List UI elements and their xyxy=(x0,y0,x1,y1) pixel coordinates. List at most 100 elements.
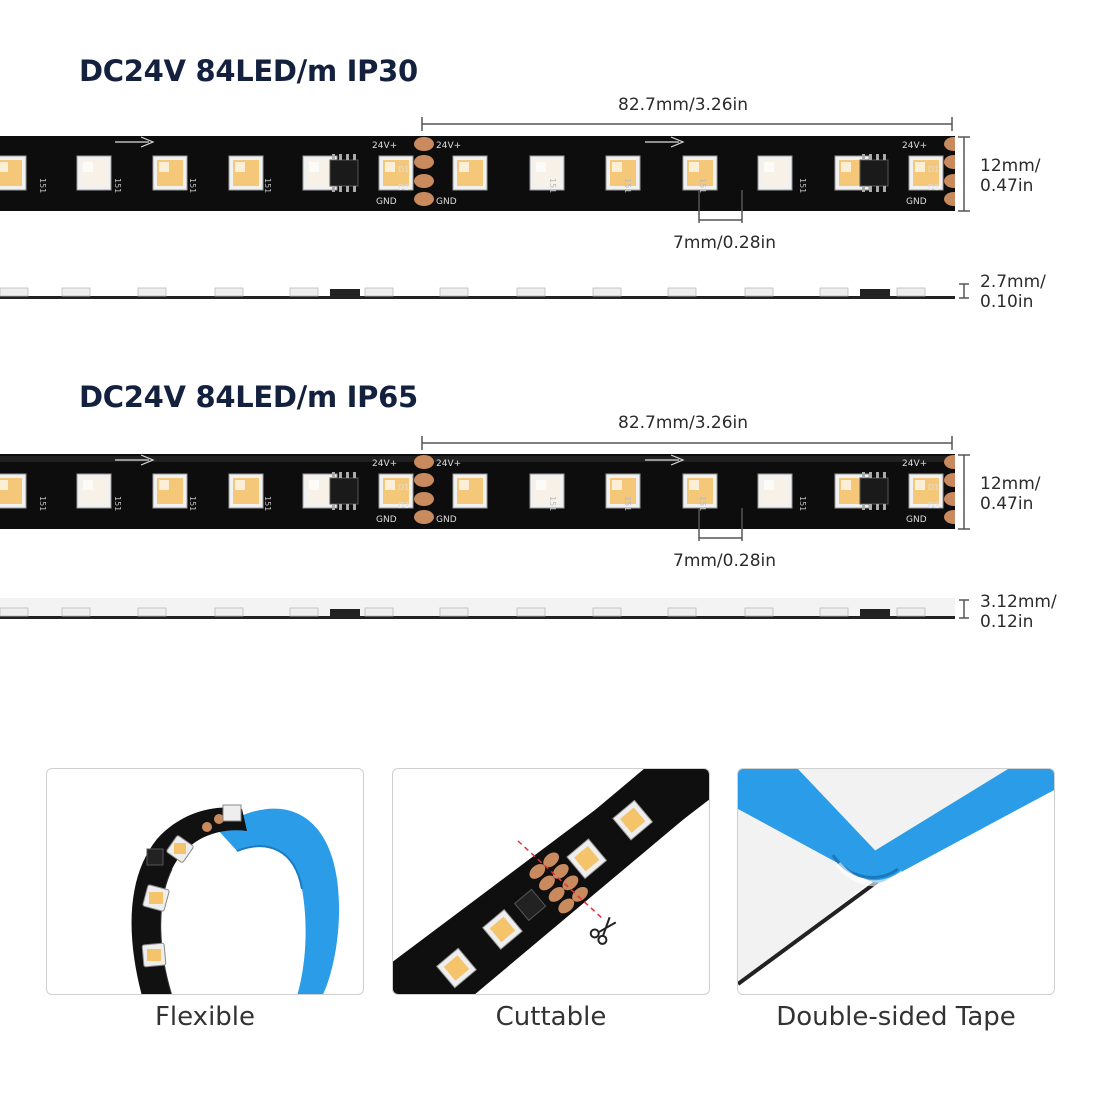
solder-pad xyxy=(414,492,434,506)
led-profile xyxy=(744,607,774,617)
led-profile xyxy=(289,607,319,617)
led-chip xyxy=(152,473,188,509)
led-profile xyxy=(439,607,469,617)
resistor-label: 151 xyxy=(798,496,807,511)
led-chip xyxy=(682,473,718,509)
resistor-label: 151 xyxy=(188,496,197,511)
led-chip xyxy=(452,473,488,509)
resistor-label: 151 xyxy=(113,496,122,511)
direction-arrow-icon xyxy=(645,454,685,466)
resistor-label: 151 xyxy=(113,178,122,193)
solder-pad xyxy=(414,174,434,188)
pad-width-dimension-line xyxy=(698,190,743,223)
led-chip xyxy=(378,155,414,191)
feature-label-cuttable: Cuttable xyxy=(495,1002,607,1032)
led-profile xyxy=(289,287,319,297)
led-profile xyxy=(214,287,244,297)
solder-pad xyxy=(944,192,955,206)
scissors-icon xyxy=(589,916,617,945)
led-chip xyxy=(757,473,793,509)
led-profile xyxy=(819,607,849,617)
pad-label: GND xyxy=(436,197,457,207)
pad-label: D1 xyxy=(398,165,409,174)
led-chip xyxy=(76,473,112,509)
resistor-label: 151 xyxy=(263,178,272,193)
resistor-label: 151 xyxy=(623,496,632,511)
feature-card-flexible xyxy=(46,768,364,995)
led-chip xyxy=(757,155,793,191)
strip-height-label: 2.7mm/ 0.10in xyxy=(980,272,1046,312)
pad-label: D1 xyxy=(928,483,939,492)
resistor-label: 151 xyxy=(798,178,807,193)
led-profile xyxy=(896,607,926,617)
led-profile xyxy=(516,287,546,297)
led-chip xyxy=(529,473,565,509)
led-chip xyxy=(76,155,112,191)
pad-label: 24V+ xyxy=(436,459,461,469)
segment-length-dimension-line xyxy=(421,117,953,131)
led-chip xyxy=(228,473,264,509)
led-profile xyxy=(61,607,91,617)
ic-profile xyxy=(330,609,360,616)
pad-width-label: 7mm/0.28in xyxy=(673,551,777,571)
pad-label: D2 xyxy=(398,501,409,510)
resistor-label: 151 xyxy=(188,178,197,193)
led-profile xyxy=(61,287,91,297)
solder-pad xyxy=(944,510,955,524)
segment-length-label: 82.7mm/3.26in xyxy=(618,95,749,115)
flexible-strip-photo xyxy=(131,804,340,994)
feature-label-double-sided-tape: Double-sided Tape xyxy=(776,1002,1016,1032)
strip-height-label: 3.12mm/ 0.12in xyxy=(980,592,1057,632)
ic-profile xyxy=(330,289,360,296)
pad-label: 24V+ xyxy=(902,141,927,151)
led-profile xyxy=(364,607,394,617)
solder-pad xyxy=(944,174,955,188)
led-chip xyxy=(452,155,488,191)
led-profile xyxy=(439,287,469,297)
led-profile xyxy=(896,287,926,297)
led-profile xyxy=(214,607,244,617)
ic-chip xyxy=(859,472,889,510)
resistor-label: 151 xyxy=(38,496,47,511)
solder-pad xyxy=(414,137,434,151)
led-profile xyxy=(0,607,29,617)
pad-label: D2 xyxy=(928,501,939,510)
led-profile xyxy=(0,287,29,297)
led-profile xyxy=(667,607,697,617)
resistor-label: 151 xyxy=(698,178,707,193)
strip-width-dimension-line xyxy=(958,136,970,212)
led-profile xyxy=(819,287,849,297)
pad-label: 24V+ xyxy=(436,141,461,151)
led-chip xyxy=(228,155,264,191)
resistor-label: 151 xyxy=(698,496,707,511)
pad-label: D2 xyxy=(928,183,939,192)
feature-card-double-sided-tape xyxy=(737,768,1055,995)
led-profile xyxy=(744,287,774,297)
ic-profile xyxy=(860,289,890,296)
led-chip xyxy=(152,155,188,191)
feature-label-flexible: Flexible xyxy=(154,1002,256,1032)
section-title-ip30: DC24V 84LED/m IP30 xyxy=(79,54,418,88)
led-chip xyxy=(0,473,27,509)
pad-width-dimension-line xyxy=(698,508,743,541)
pad-label: D1 xyxy=(398,483,409,492)
solder-pad xyxy=(414,192,434,206)
direction-arrow-icon xyxy=(115,136,155,148)
resistor-label: 151 xyxy=(623,178,632,193)
led-chip xyxy=(378,473,414,509)
led-profile xyxy=(592,607,622,617)
pad-label: 24V+ xyxy=(372,459,397,469)
pad-label: 24V+ xyxy=(372,141,397,151)
led-chip xyxy=(605,155,641,191)
led-chip xyxy=(529,155,565,191)
strip-side-profile-ip30 xyxy=(0,282,955,300)
segment-length-dimension-line xyxy=(421,436,953,450)
led-profile xyxy=(667,287,697,297)
solder-pad xyxy=(944,492,955,506)
strip-side-profile-ip65 xyxy=(0,598,955,620)
solder-pad xyxy=(414,455,434,469)
led-profile xyxy=(592,287,622,297)
resistor-label: 151 xyxy=(548,178,557,193)
pad-width-label: 7mm/0.28in xyxy=(673,233,777,253)
